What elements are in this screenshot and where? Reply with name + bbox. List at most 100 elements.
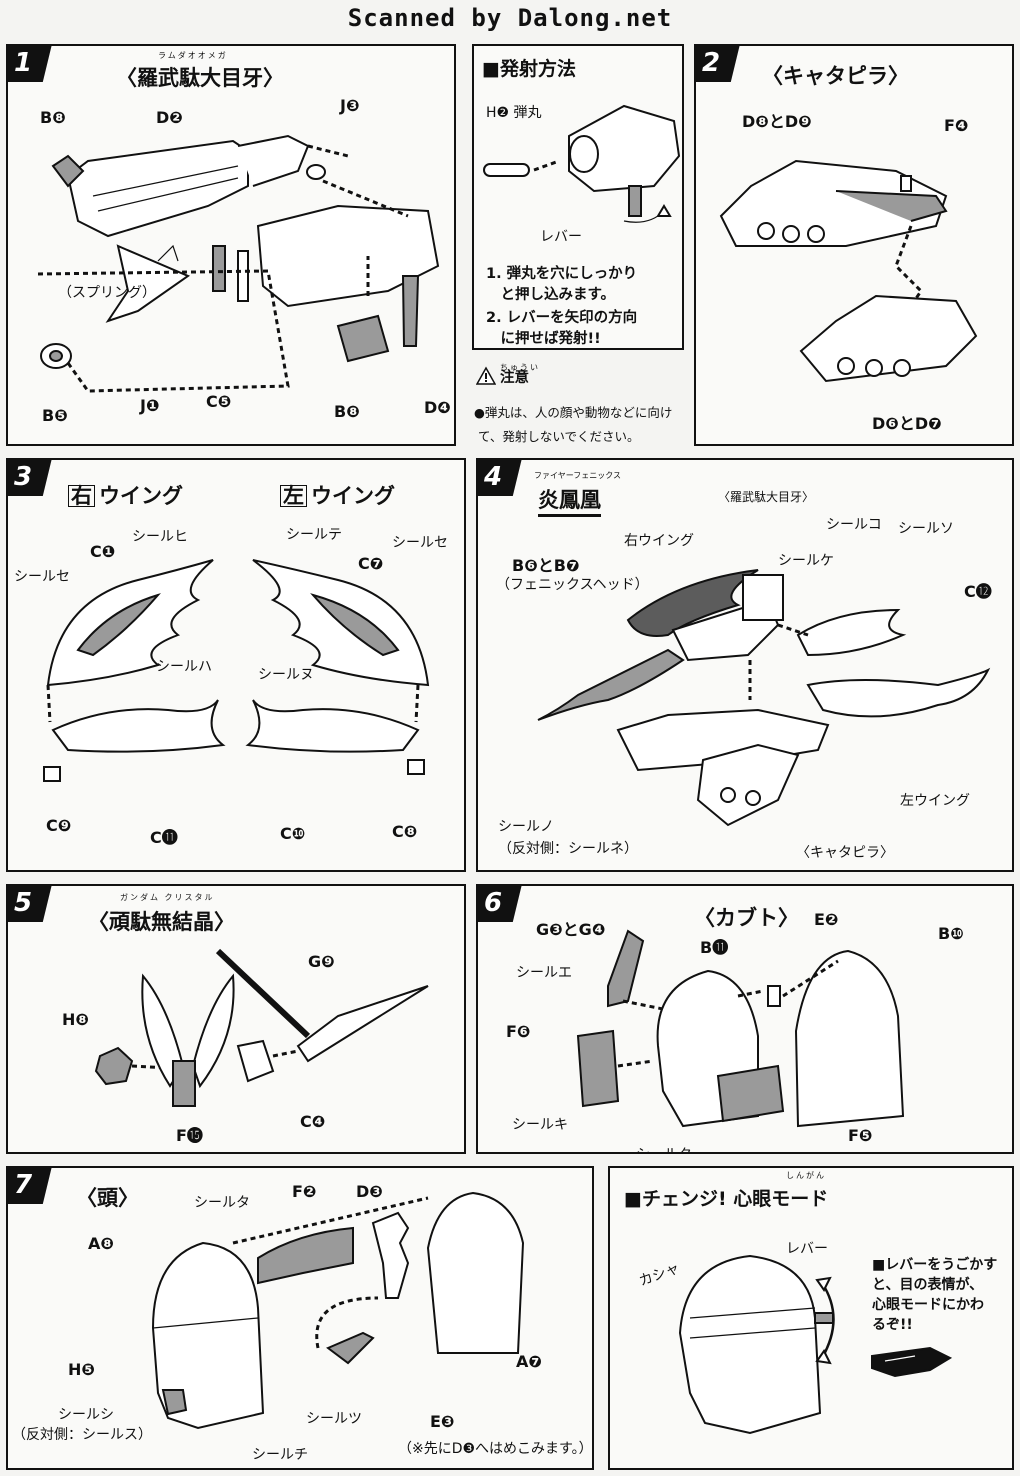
sticker-label: シールケ	[778, 553, 834, 569]
title-ruby: ガンダム クリスタル	[120, 893, 215, 902]
part-label: J❶	[140, 396, 160, 415]
watermark: Scanned by Dalong.net	[347, 4, 673, 32]
note-line: ■レバーをうごかす	[872, 1257, 998, 1273]
firing-method-panel: ■発射方法 H❷ 弾丸 レバー 1. 弾丸を穴にしっかり と押し込みます。 2.…	[472, 44, 684, 350]
right-wing-text: ウイング	[99, 484, 183, 508]
left-box: 左	[280, 485, 307, 507]
lever-label: レバー	[786, 1241, 828, 1257]
step-title: 〈頑駄無結晶〉	[88, 910, 235, 934]
sticker-label: シールセ	[392, 535, 448, 551]
fire-phoenix-illustration	[537, 569, 991, 827]
part-label: C❶	[90, 542, 116, 561]
sticker-label: シールエ	[516, 965, 572, 981]
part-label: F⓯	[176, 1126, 203, 1145]
instruction-line: に押せば発射!!	[486, 331, 601, 347]
part-label: C⓫	[150, 828, 178, 847]
step-3-panel: 3 右ウイング 左ウイング シールヒ C❶ シールセ シールハ C❾ C⓫ シー…	[6, 458, 466, 872]
step-title: 〈羅武駄大目牙〉	[116, 66, 284, 90]
step-5-panel: 5 ガンダム クリスタル 〈頑駄無結晶〉 H❽ G❾ F⓯ C❹	[6, 884, 466, 1154]
step-1-panel: 1 ラムダオオメガ 〈羅武駄大目牙〉 B❽ D❷ J❸ （スプリング） B❺ J…	[6, 44, 456, 446]
sticker-label: シールセ	[14, 569, 70, 585]
part-label: D❷	[156, 108, 183, 127]
step-6-panel: 6 〈カブト〉 G❸とG❹ シールエ F❻ B⓫ E❷ B❿ シールキ シールク…	[476, 884, 1014, 1154]
part-label: 〈羅武駄大目牙〉	[718, 490, 815, 504]
part-label: F❺	[848, 1126, 873, 1145]
title-ruby: ラムダオオメガ	[158, 51, 228, 60]
sticker-label: シールヌ	[258, 667, 314, 683]
part-label: G❸とG❹	[536, 920, 606, 939]
sticker-label: シールテ	[286, 527, 342, 543]
launcher-illustration	[483, 104, 681, 223]
caution-line: ●弾丸は、人の顔や動物などに向け	[474, 405, 673, 420]
note-line: 心眼モードにかわ	[872, 1297, 984, 1313]
step-number: 5	[8, 886, 52, 922]
part-label: 左ウイング	[900, 793, 970, 809]
right-box: 右	[68, 485, 95, 507]
part-label: C❿	[280, 824, 306, 843]
part-label: C⓬	[964, 582, 992, 601]
part-label: D❻とD❼	[872, 414, 942, 433]
part-label: （フェニックスヘッド）	[496, 577, 649, 593]
part-label: C❽	[392, 822, 418, 841]
ramuda-omega-assembly-illustration	[37, 134, 440, 393]
instruction-line: 1. 弾丸を穴にしっかり	[486, 266, 638, 282]
step-number: 4	[478, 460, 522, 496]
part-label: 〈キャタピラ〉	[796, 845, 894, 861]
left-wing-text: ウイング	[311, 484, 395, 508]
part-label: A❽	[88, 1234, 114, 1253]
sticker-label: シールク	[636, 1144, 692, 1152]
caution-title: 注意	[500, 370, 529, 386]
step-title: 〈キャタピラ〉	[762, 64, 909, 88]
part-label: A❼	[516, 1352, 542, 1371]
sticker-label: シールタ	[194, 1195, 250, 1211]
part-label: F❷	[292, 1182, 317, 1201]
helmet-illustration	[576, 929, 905, 1128]
part-label: B⓫	[700, 938, 729, 957]
head-illustration	[151, 1191, 525, 1430]
caterpillar-illustration	[719, 159, 978, 383]
part-label: B❺	[42, 406, 68, 425]
instruction-line: 2. レバーを矢印の方向	[486, 310, 638, 326]
part-label: B❽	[40, 108, 66, 127]
part-label: J❸	[340, 96, 360, 115]
part-label: F❹	[944, 116, 969, 135]
firing-title: ■発射方法	[482, 58, 576, 80]
part-label: B❽	[334, 402, 360, 421]
gundam-crystal-illustration	[94, 948, 429, 1107]
step-number: 7	[8, 1168, 52, 1204]
part-label: B❿	[938, 924, 964, 943]
part-label: C❺	[206, 392, 232, 411]
part-label: レバー	[540, 229, 582, 245]
instruction-line: と押し込みます。	[486, 287, 616, 303]
right-wing-title: 右ウイング	[68, 480, 183, 510]
sticker-label: シールハ	[156, 659, 212, 675]
sticker-label: シールツ	[306, 1411, 362, 1427]
caution-ruby: ちゅうい	[500, 363, 540, 372]
part-label: H❷ 弾丸	[486, 105, 542, 121]
step-number: 1	[8, 46, 52, 82]
note-label: （※先にD❸へはめこみます。）	[398, 1441, 593, 1457]
left-wing-title: 左ウイング	[280, 480, 395, 510]
part-label: C❹	[300, 1112, 326, 1131]
sticker-label: シールチ	[252, 1447, 308, 1463]
note-line: るぞ!!	[872, 1317, 913, 1333]
part-label: D❹	[424, 398, 451, 417]
step-title: 炎鳳凰	[538, 484, 601, 517]
part-label: F❻	[506, 1022, 531, 1041]
change-mode-panel: しんがん ■チェンジ! 心眼モード レバー カシャ ■レバーをうごかす と、目の…	[608, 1166, 1014, 1470]
sticker-label: シールキ	[512, 1117, 568, 1133]
title-ruby: ファイヤーフェニックス	[534, 471, 622, 480]
caution-line: て、発射しないでください。	[478, 429, 640, 444]
part-label: E❸	[430, 1412, 455, 1431]
sticker-label: （反対側：シールス）	[12, 1427, 152, 1443]
sticker-label: シールノ	[498, 819, 554, 835]
part-label: D❸	[356, 1182, 383, 1201]
part-label: E❷	[814, 910, 839, 929]
part-label: C❾	[46, 816, 72, 835]
part-label: D❽とD❾	[742, 112, 812, 131]
step-title: 〈頭〉	[76, 1186, 139, 1210]
part-label: G❾	[308, 952, 335, 971]
part-label: H❽	[62, 1010, 89, 1029]
change-title: ■チェンジ! 心眼モード	[624, 1188, 829, 1210]
step-title: 〈カブト〉	[694, 906, 799, 930]
